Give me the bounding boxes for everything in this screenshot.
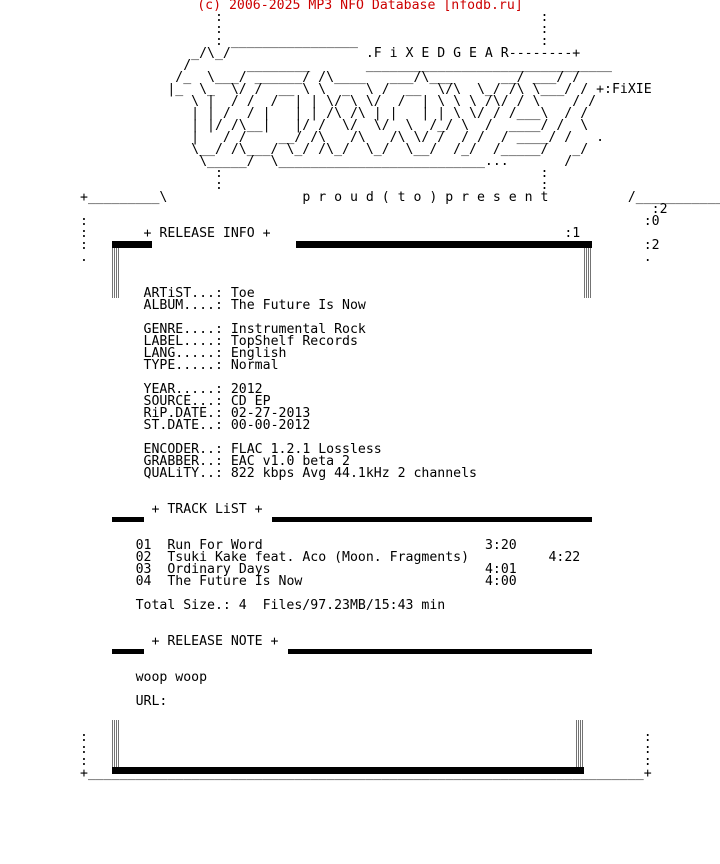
release-note-bar-left [112,649,144,654]
info-encoder: ENCODER..: FLAC 1.2.1 Lossless [143,442,382,457]
info-rip-date: RiP.DATE.: 02-27-2013 [143,406,311,421]
info-year: YEAR.....: 2012 [143,382,263,397]
info-lang: LANG.....: English [143,346,287,361]
track-time: 3:20 [484,538,517,553]
bottom-bar [112,767,584,774]
track-number: 02 [135,550,152,565]
proud-present: p r o u d ( t o ) p r e s e n t [302,190,549,205]
section-track-list: + TRACK LiST + [151,502,263,517]
track-time: 4:00 [484,574,517,589]
track-number: 04 [135,574,152,589]
total-size: Total Size.: 4 Files/97.23MB/15:43 min [135,598,446,613]
logo-art: : : : : : ________________ : _/\_/ . [80,10,652,205]
bottom-shade-left [112,720,119,768]
info-artist: ARTiST...: Toe [143,286,255,301]
release-info-shade-left [112,248,119,298]
info-genre: GENRE....: Instrumental Rock [143,322,366,337]
release-info-bar-right [296,241,592,248]
note-text: woop woop [135,670,208,685]
track-title: The Future Is Now [167,574,303,589]
info-grabber: GRABBER..: EAC v1.0 beta 2 [143,454,350,469]
release-info-shade-right [584,248,591,298]
info-st-date: ST.DATE..: 00-00-2012 [143,418,311,433]
track-time: 4:01 [484,562,517,577]
section-release-note: + RELEASE NOTE + [151,634,279,649]
track-title: Run For Word [167,538,263,553]
info-label: LABEL....: TopShelf Records [143,334,358,349]
info-album: ALBUM....: The Future Is Now [143,298,366,313]
info-type: TYPE.....: Normal [143,358,279,373]
note-url-label: URL: [135,694,168,709]
track-title: Ordinary Days [167,562,271,577]
track-list-bar-right [272,517,592,522]
copyright-line: (c) 2006-2025 MP3 NFO Database [nfodb.ru… [197,0,523,13]
track-number: 03 [135,562,152,577]
group-tag: .F i X E D G E A R [365,46,509,61]
track-list-bar-left [112,517,144,522]
bottom-shade-right [576,720,583,768]
track-title: Tsuki Kake feat. Aco (Moon. Fragments) [167,550,470,565]
section-release-info: + RELEASE INFO + [143,226,271,241]
track-number: 01 [135,538,152,553]
info-source: SOURCE...: CD EP [143,394,271,409]
side-tag: FiXIE [611,82,652,97]
release-note-bar-right [288,649,592,654]
release-info-bar-left [112,241,152,248]
info-quality: QUALiTY..: 822 kbps Avg 44.1kHz 2 channe… [143,466,477,481]
nfo-body: : : : : : ________________ : _/\_/ . [80,10,720,781]
track-time: 4:22 [548,550,581,565]
